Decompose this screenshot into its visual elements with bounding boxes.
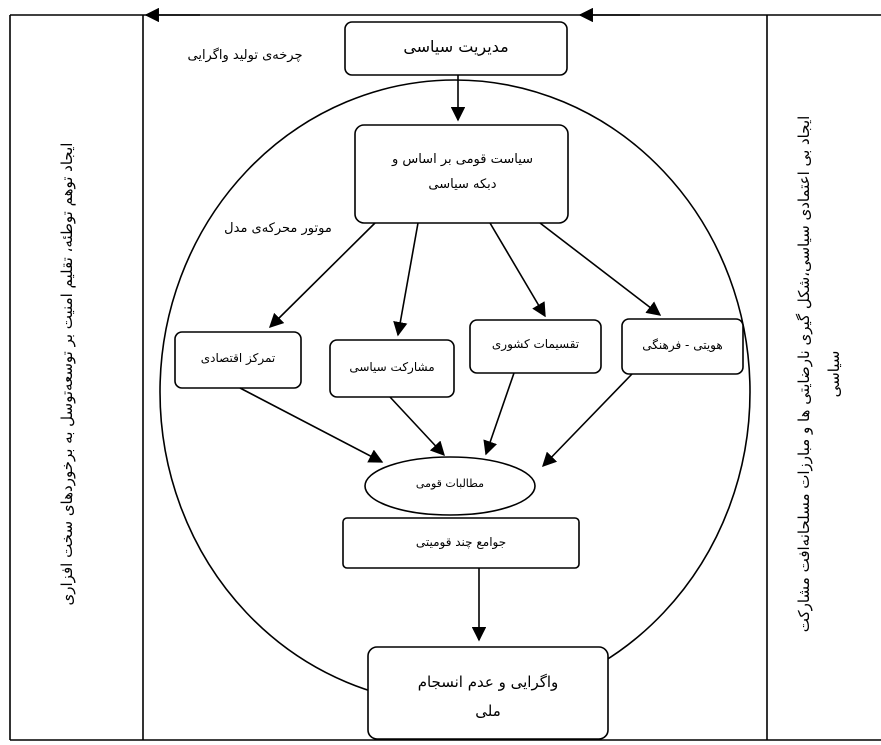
economic-centralization-label: تمرکز اقتصادی — [200, 351, 276, 365]
country-divisions-box — [469, 319, 602, 374]
cycle-label: چرخه‌ی تولید واگرایی — [187, 48, 303, 63]
economic-centralization-box — [174, 331, 302, 389]
ethnic-policy-label: سیاست قومی بر اساس و دبکه سیاسی — [391, 152, 534, 192]
arrow-political-to-demands — [389, 396, 445, 457]
multi-ethnic-label: جوامع چند قومیتی — [415, 535, 507, 549]
divergence-label: واگرایی و عدم انسجام ملی — [417, 673, 559, 720]
political-participation-label: مشارکت سیاسی — [349, 360, 435, 374]
arrow-economic-to-demands — [239, 387, 384, 463]
identity-cultural-label: هویتی - فرهنگی — [642, 338, 723, 352]
political-management-box — [344, 21, 568, 76]
right-side-label-line1: ایجاد بی اعتمادی سیاسی،شکل گیری نارضایتی… — [795, 115, 813, 633]
ethnic-demands-label: مطالبات قومی — [415, 477, 485, 490]
left-side-label: ایجاد توهم توطئه، تقلیم امنیت بر توسعه‌ت… — [58, 142, 76, 606]
arrow-divisions-to-demands — [483, 372, 515, 456]
arrow-to-divisions — [489, 222, 546, 318]
multi-ethnic-box — [342, 517, 580, 569]
right-side-label-line2: سیاسی — [825, 350, 843, 398]
political-management-label: مدیریت سیاسی — [403, 37, 509, 56]
divergence-box — [367, 646, 609, 740]
political-participation-box — [329, 339, 455, 398]
engine-label: موتور محرکه‌ی مدل — [224, 221, 332, 236]
arrow-identity-to-demands — [541, 373, 633, 468]
ethnic-policy-box — [354, 124, 569, 224]
ethnic-demands-ellipse — [364, 456, 536, 516]
arrow-to-economic — [268, 222, 376, 329]
arrow-to-identity — [539, 222, 662, 316]
identity-cultural-box — [621, 318, 744, 375]
arrow-to-political — [393, 222, 419, 337]
country-divisions-label: تقسیمات کشوری — [491, 337, 580, 351]
